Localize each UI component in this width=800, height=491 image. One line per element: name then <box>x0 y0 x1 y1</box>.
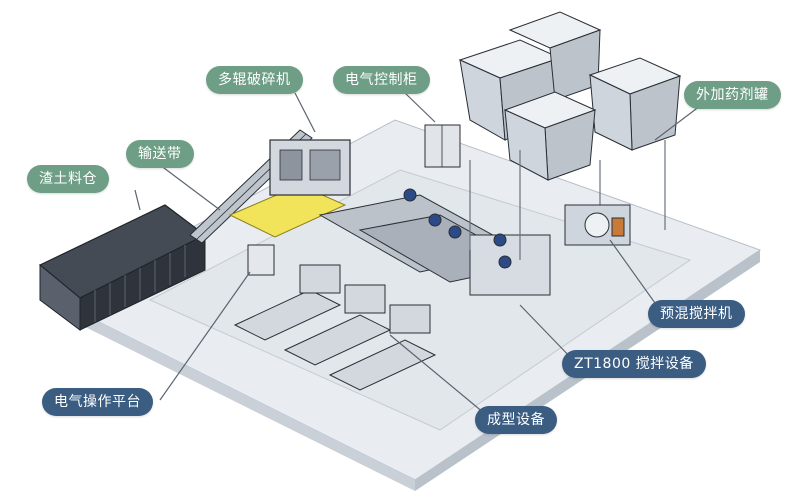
label-zt1800-mixing: ZT1800 搅拌设备 <box>562 350 706 378</box>
label-conveyor-belt: 输送带 <box>126 140 194 168</box>
additive-tanks-machine <box>458 11 682 260</box>
molding-equipment-machine <box>233 264 437 391</box>
muck-bin-machine <box>38 204 207 331</box>
label-premix-mixer: 预混搅拌机 <box>648 300 745 328</box>
label-muck-bin: 渣土料仓 <box>27 165 109 193</box>
label-electrical-platform: 电气操作平台 <box>42 388 153 416</box>
premix-mixer-machine <box>564 204 631 246</box>
label-molding-equipment: 成型设备 <box>475 406 557 434</box>
roller-crusher-machine <box>228 139 351 276</box>
label-additive-tank: 外加药剂罐 <box>684 81 781 109</box>
electrical-cabinet-machine <box>424 124 461 168</box>
label-roller-crusher: 多辊破碎机 <box>206 66 303 94</box>
label-electrical-cabinet: 电气控制柜 <box>333 66 430 94</box>
